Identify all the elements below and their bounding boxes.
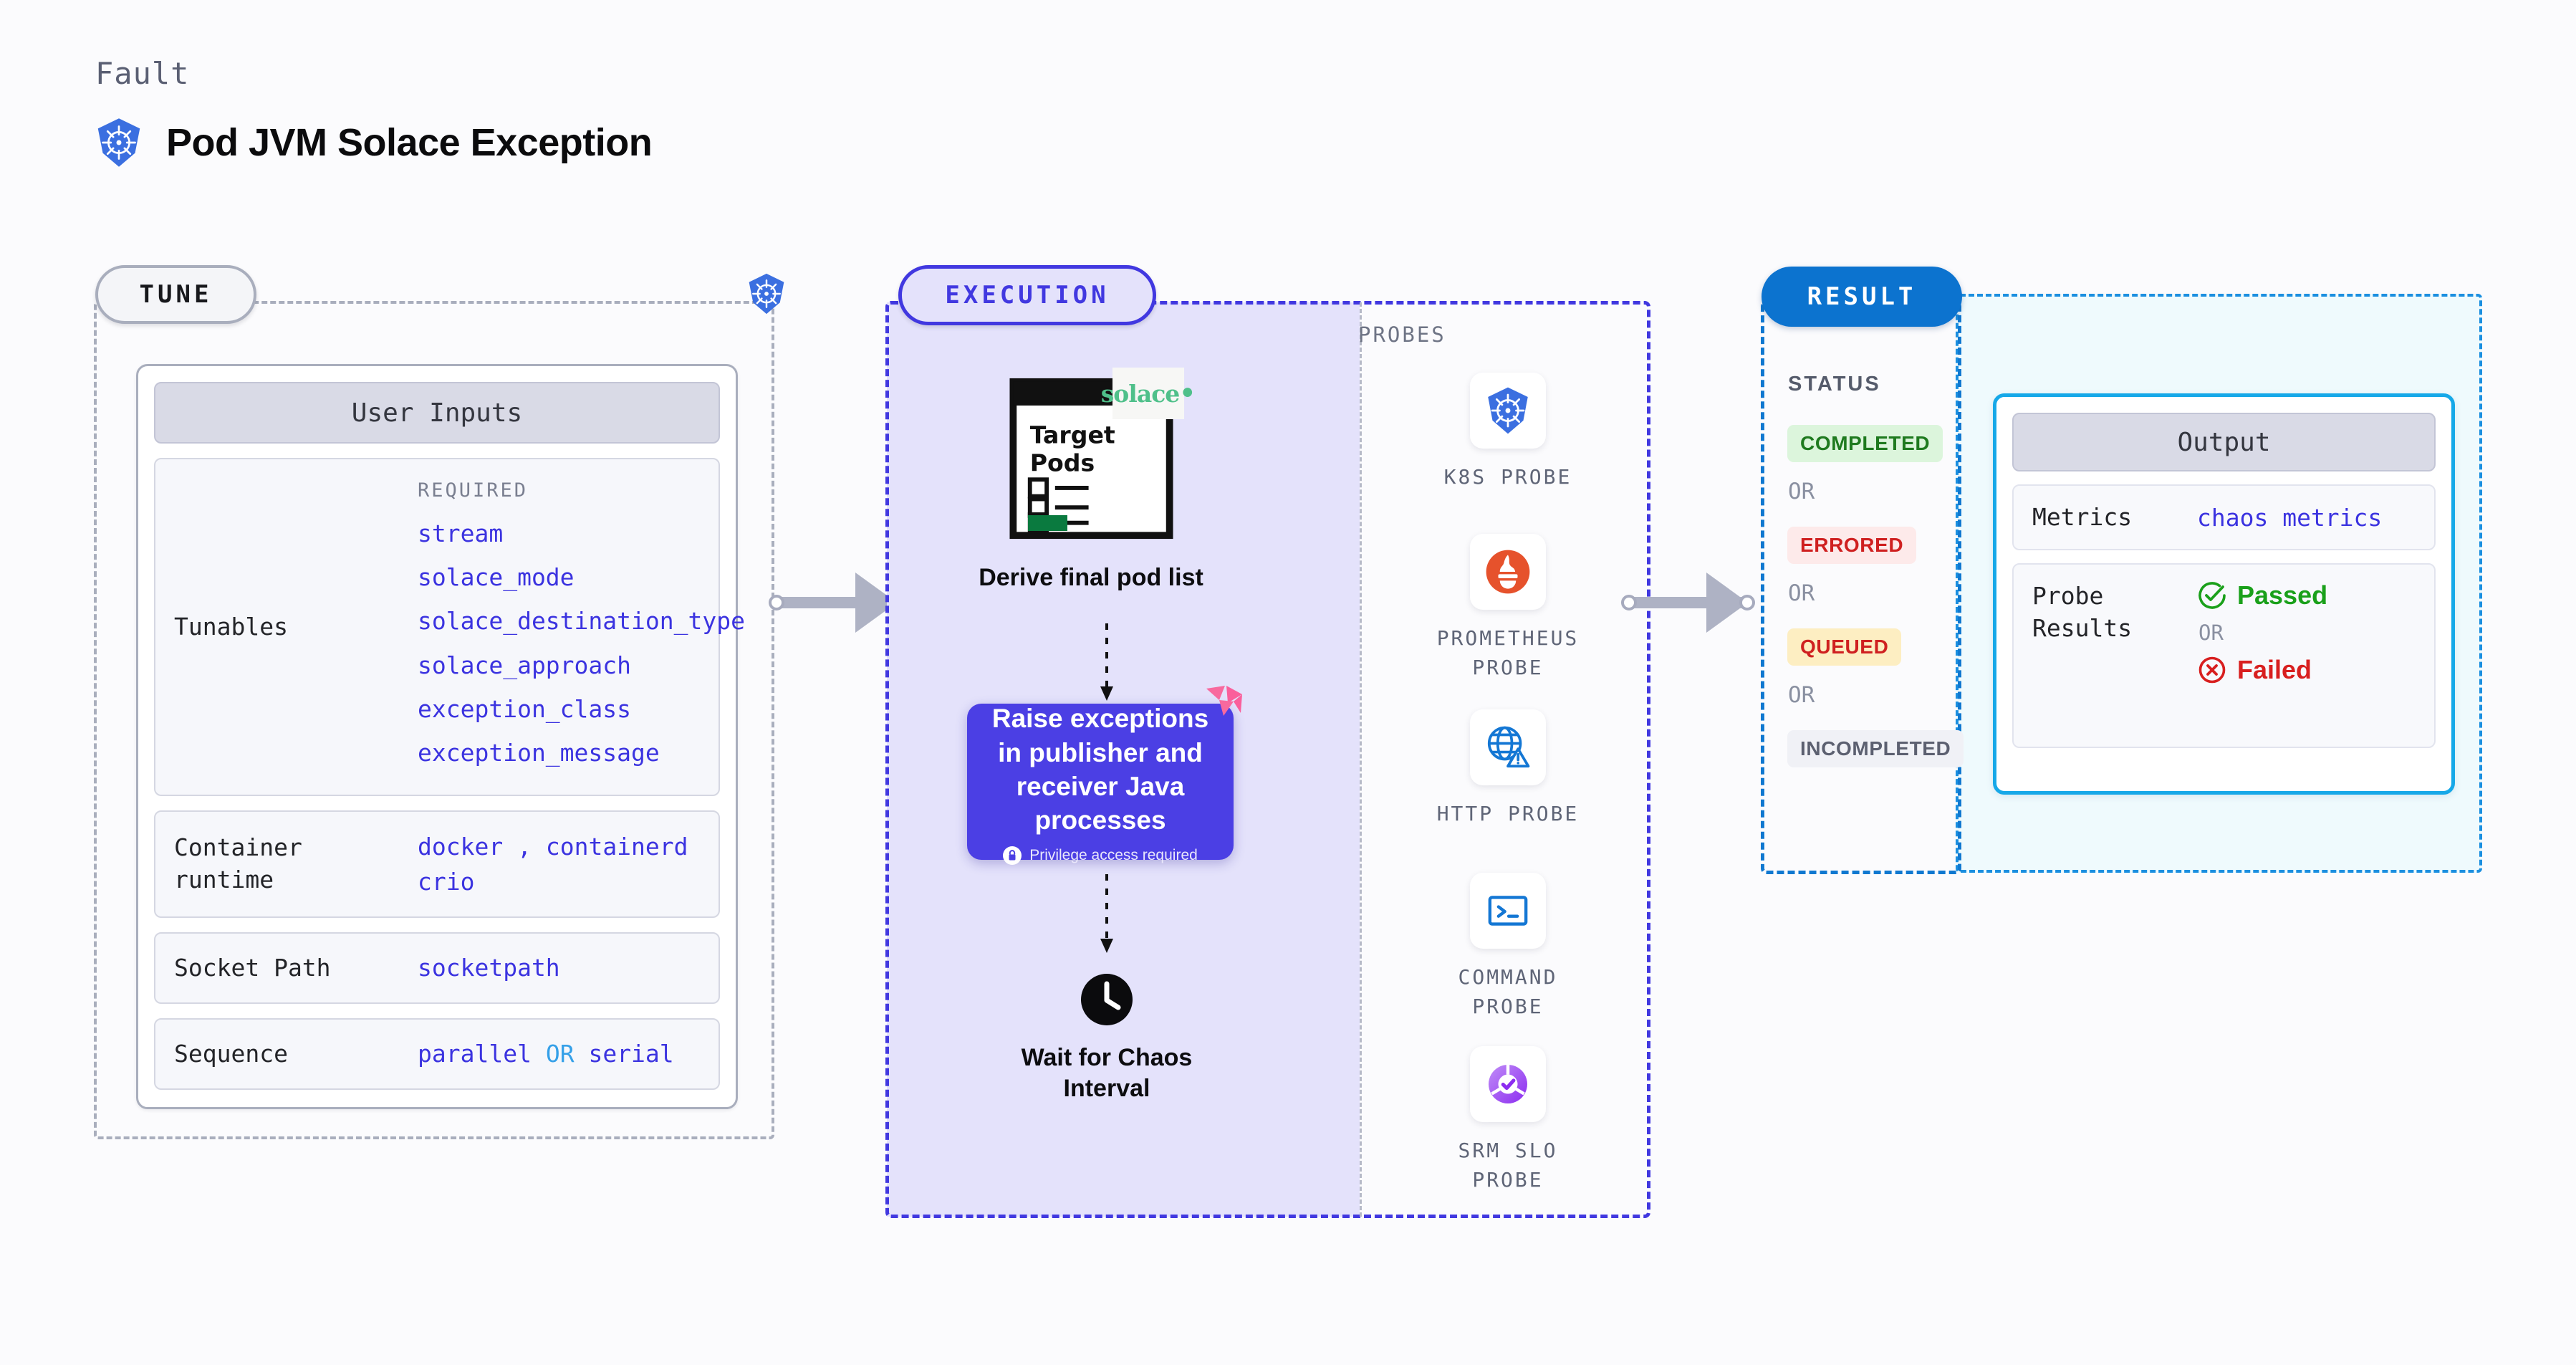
probe-label: PROMETHEUS PROBE: [1436, 626, 1580, 679]
privilege-note: Privilege access required: [1003, 846, 1198, 865]
status-badge-completed: COMPLETED: [1787, 425, 1943, 462]
probe-result-failed: Failed: [2197, 655, 2416, 685]
status-badge-incompleted: INCOMPLETED: [1787, 730, 1964, 767]
probe-result-or-label: OR: [2198, 621, 2224, 645]
clock-icon: [1081, 974, 1133, 1025]
execution-tag-label: EXECUTION: [945, 281, 1110, 310]
probe-results-label: Probe Results: [2032, 582, 2133, 642]
connector-dot: [1621, 595, 1637, 610]
derive-pods-caption: Derive final pod list: [979, 564, 1203, 591]
result-tag[interactable]: RESULT: [1762, 267, 1962, 327]
container-runtime-row: Container runtime docker , containerd cr…: [154, 810, 720, 918]
status-or-label: OR: [1788, 479, 1815, 504]
command-terminal-icon: [1470, 873, 1546, 949]
connector-dot: [1739, 595, 1755, 610]
wait-interval-caption: Wait for Chaos Interval: [1021, 1044, 1193, 1102]
tunables-label: Tunables: [174, 612, 288, 641]
tunable-value[interactable]: solace_mode: [418, 563, 575, 592]
tunable-value[interactable]: exception_class: [418, 694, 632, 723]
output-title: Output: [2012, 413, 2436, 471]
probes-divider: [1360, 302, 1362, 1217]
probe-results-row: Probe Results Passed OR Failed: [2012, 563, 2436, 748]
tune-tag[interactable]: TUNE: [95, 265, 256, 324]
probe-http[interactable]: HTTP PROBE: [1390, 709, 1626, 829]
execution-region: [885, 301, 1650, 1218]
raise-exceptions-text: Raise exceptions in publisher and receiv…: [991, 704, 1209, 835]
socket-path-value[interactable]: socketpath: [418, 954, 560, 982]
status-kicker: STATUS: [1788, 373, 1881, 396]
sequence-value-parallel[interactable]: parallel: [418, 1040, 532, 1068]
execution-tag[interactable]: EXECUTION: [898, 265, 1156, 325]
http-globe-icon: [1470, 709, 1546, 785]
probe-command[interactable]: COMMAND PROBE: [1390, 873, 1626, 1021]
tunable-value[interactable]: stream: [418, 519, 504, 548]
target-pods-checklist-icon: Target Pods solace•: [1007, 368, 1196, 541]
output-card: Output Metrics chaos metrics Probe Resul…: [1993, 393, 2455, 795]
result-tag-label: RESULT: [1807, 282, 1917, 311]
flow-arrow-down: [1100, 623, 1113, 701]
lock-icon: [1003, 846, 1022, 865]
required-kicker: REQUIRED: [418, 479, 529, 502]
fault-kicker: Fault: [95, 56, 190, 91]
probe-result-passed: Passed: [2197, 580, 2416, 610]
status-badge-errored: ERRORED: [1787, 527, 1917, 564]
kubernetes-icon: [1470, 373, 1546, 449]
user-inputs-title: User Inputs: [154, 382, 720, 444]
probes-kicker: PROBES: [1358, 322, 1446, 347]
status-badge-queued: QUEUED: [1787, 628, 1902, 666]
socket-path-row: Socket Path socketpath: [154, 932, 720, 1004]
status-or-label: OR: [1788, 580, 1815, 606]
tune-edge-kubernetes-icon: [745, 271, 788, 320]
probe-prometheus[interactable]: PROMETHEUS PROBE: [1390, 534, 1626, 682]
metrics-row: Metrics chaos metrics: [2012, 484, 2436, 550]
connector-dot: [769, 595, 784, 610]
socket-path-label: Socket Path: [174, 953, 331, 982]
prometheus-icon: [1470, 534, 1546, 610]
passed-label: Passed: [2237, 580, 2328, 610]
x-circle-icon: [2198, 656, 2226, 684]
metrics-label: Metrics: [2032, 502, 2133, 531]
probe-label: K8S PROBE: [1443, 465, 1572, 489]
srm-slo-donut-icon: [1470, 1046, 1546, 1122]
flow-arrow-down: [1100, 874, 1113, 953]
metrics-value[interactable]: chaos metrics: [2197, 503, 2383, 532]
tune-tag-label: TUNE: [139, 280, 213, 309]
page-title-row: Pod JVM Solace Exception: [93, 115, 653, 171]
execution-step-raise-exceptions[interactable]: Raise exceptions in publisher and receiv…: [967, 704, 1234, 865]
sequence-label: Sequence: [174, 1039, 288, 1068]
tunable-value[interactable]: solace_destination_type: [418, 607, 745, 636]
chaos-ribbon-icon: [1206, 686, 1242, 716]
sequence-or-keyword: OR: [545, 1040, 575, 1068]
runtime-value[interactable]: containerd: [545, 832, 688, 861]
page-title: Pod JVM Solace Exception: [166, 121, 653, 164]
user-inputs-card: User Inputs Tunables REQUIRED stream sol…: [136, 364, 745, 1109]
privilege-note-text: Privilege access required: [1029, 846, 1198, 863]
probe-label: COMMAND PROBE: [1458, 965, 1558, 1018]
kubernetes-icon: [97, 118, 140, 167]
sequence-value-serial[interactable]: serial: [588, 1040, 674, 1068]
tunables-row: Tunables REQUIRED stream solace_mode sol…: [154, 458, 745, 796]
execution-step-wait-interval: Wait for Chaos Interval: [1021, 971, 1193, 1103]
execution-step-derive-pods: Target Pods solace• Derive final pod lis…: [979, 368, 1203, 593]
probe-srm-slo[interactable]: SRM SLO PROBE: [1390, 1046, 1626, 1194]
svg-text:Target: Target: [1029, 421, 1115, 449]
container-runtime-label: Container runtime: [174, 833, 302, 894]
tunable-value[interactable]: exception_message: [418, 738, 660, 767]
probe-label: HTTP PROBE: [1436, 802, 1580, 825]
runtime-value[interactable]: crio: [418, 868, 475, 896]
sequence-row: Sequence parallel OR serial: [154, 1018, 720, 1090]
failed-label: Failed: [2237, 655, 2312, 684]
tune-region: [94, 301, 774, 1139]
svg-text:Pods: Pods: [1029, 449, 1094, 477]
tunable-value[interactable]: solace_approach: [418, 651, 632, 679]
probe-label: SRM SLO PROBE: [1458, 1139, 1558, 1192]
status-or-label: OR: [1788, 682, 1815, 708]
check-circle-icon: [2198, 582, 2226, 609]
solace-logo: solace•: [1101, 368, 1196, 419]
probe-k8s[interactable]: K8S PROBE: [1390, 373, 1626, 492]
runtime-separator: ,: [517, 832, 532, 861]
runtime-value[interactable]: docker: [418, 832, 504, 861]
